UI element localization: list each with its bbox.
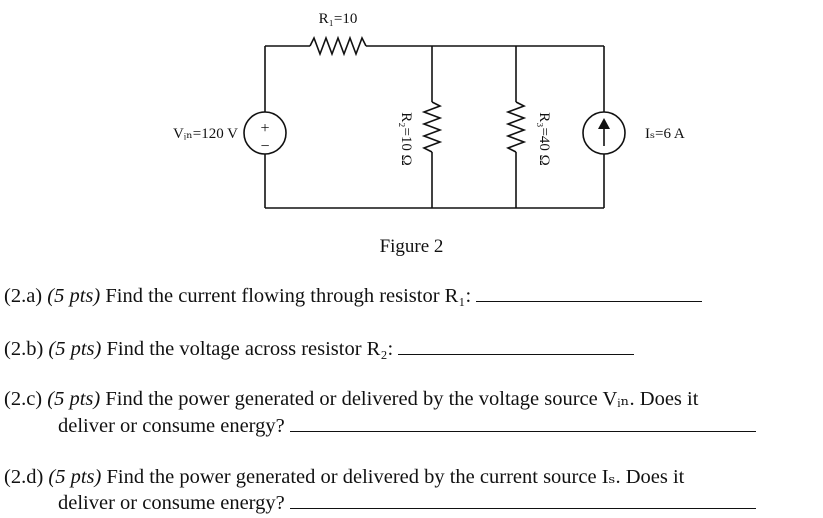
question-2c-continued: deliver or consume energy?	[58, 413, 756, 438]
vin-label: Vᵢₙ=120 V	[173, 126, 238, 142]
is-label: Iₛ=6 A	[645, 126, 685, 142]
question-text-cont: deliver or consume energy?	[58, 492, 285, 514]
voltage-source-plus: +	[260, 120, 269, 137]
resistor-icon	[505, 101, 527, 153]
question-text: Find the power generated or delivered by…	[106, 466, 685, 488]
current-source-icon	[582, 111, 626, 155]
current-arrow-head-icon	[598, 118, 610, 129]
voltage-source-minus: −	[260, 138, 269, 155]
question-number: (2.b)	[4, 338, 44, 360]
question-2b: (2.b) (5 pts) Find the voltage across re…	[4, 336, 635, 361]
r3-label: R₃=40 Ω	[536, 112, 552, 166]
question-2a: (2.a) (5 pts) Find the current flowing t…	[4, 283, 703, 308]
question-text: Find the power generated or delivered by…	[105, 388, 699, 410]
voltage-source-icon	[243, 111, 287, 155]
resistor-icon	[309, 35, 367, 57]
resistor-icon	[421, 101, 443, 153]
question-text: Find the voltage across resistor R₂:	[106, 338, 394, 360]
answer-blank-2a[interactable]	[476, 283, 703, 302]
question-number: (2.a)	[4, 285, 43, 307]
answer-blank-2d[interactable]	[289, 490, 756, 509]
question-points: (5 pts)	[47, 388, 101, 410]
answer-blank-2c[interactable]	[289, 413, 756, 432]
answer-blank-2b[interactable]	[398, 336, 635, 355]
question-2c: (2.c) (5 pts) Find the power generated o…	[4, 387, 698, 411]
r1-label: R₁=10	[319, 11, 358, 27]
circuit-diagram: + − R₁=10 Vᵢₙ=120 V Iₛ=6 A R₂=10 Ω R₃=40…	[173, 11, 685, 209]
question-points: (5 pts)	[48, 466, 102, 488]
question-text-cont: deliver or consume energy?	[58, 415, 285, 437]
figure-caption: Figure 2	[379, 236, 444, 257]
question-2d: (2.d) (5 pts) Find the power generated o…	[4, 465, 684, 489]
question-points: (5 pts)	[47, 285, 101, 307]
question-number: (2.c)	[4, 388, 43, 410]
question-text: Find the current flowing through resisto…	[105, 285, 472, 307]
question-2d-continued: deliver or consume energy?	[58, 490, 756, 515]
question-number: (2.d)	[4, 466, 44, 488]
r2-label: R₂=10 Ω	[398, 112, 414, 166]
question-points: (5 pts)	[48, 338, 102, 360]
